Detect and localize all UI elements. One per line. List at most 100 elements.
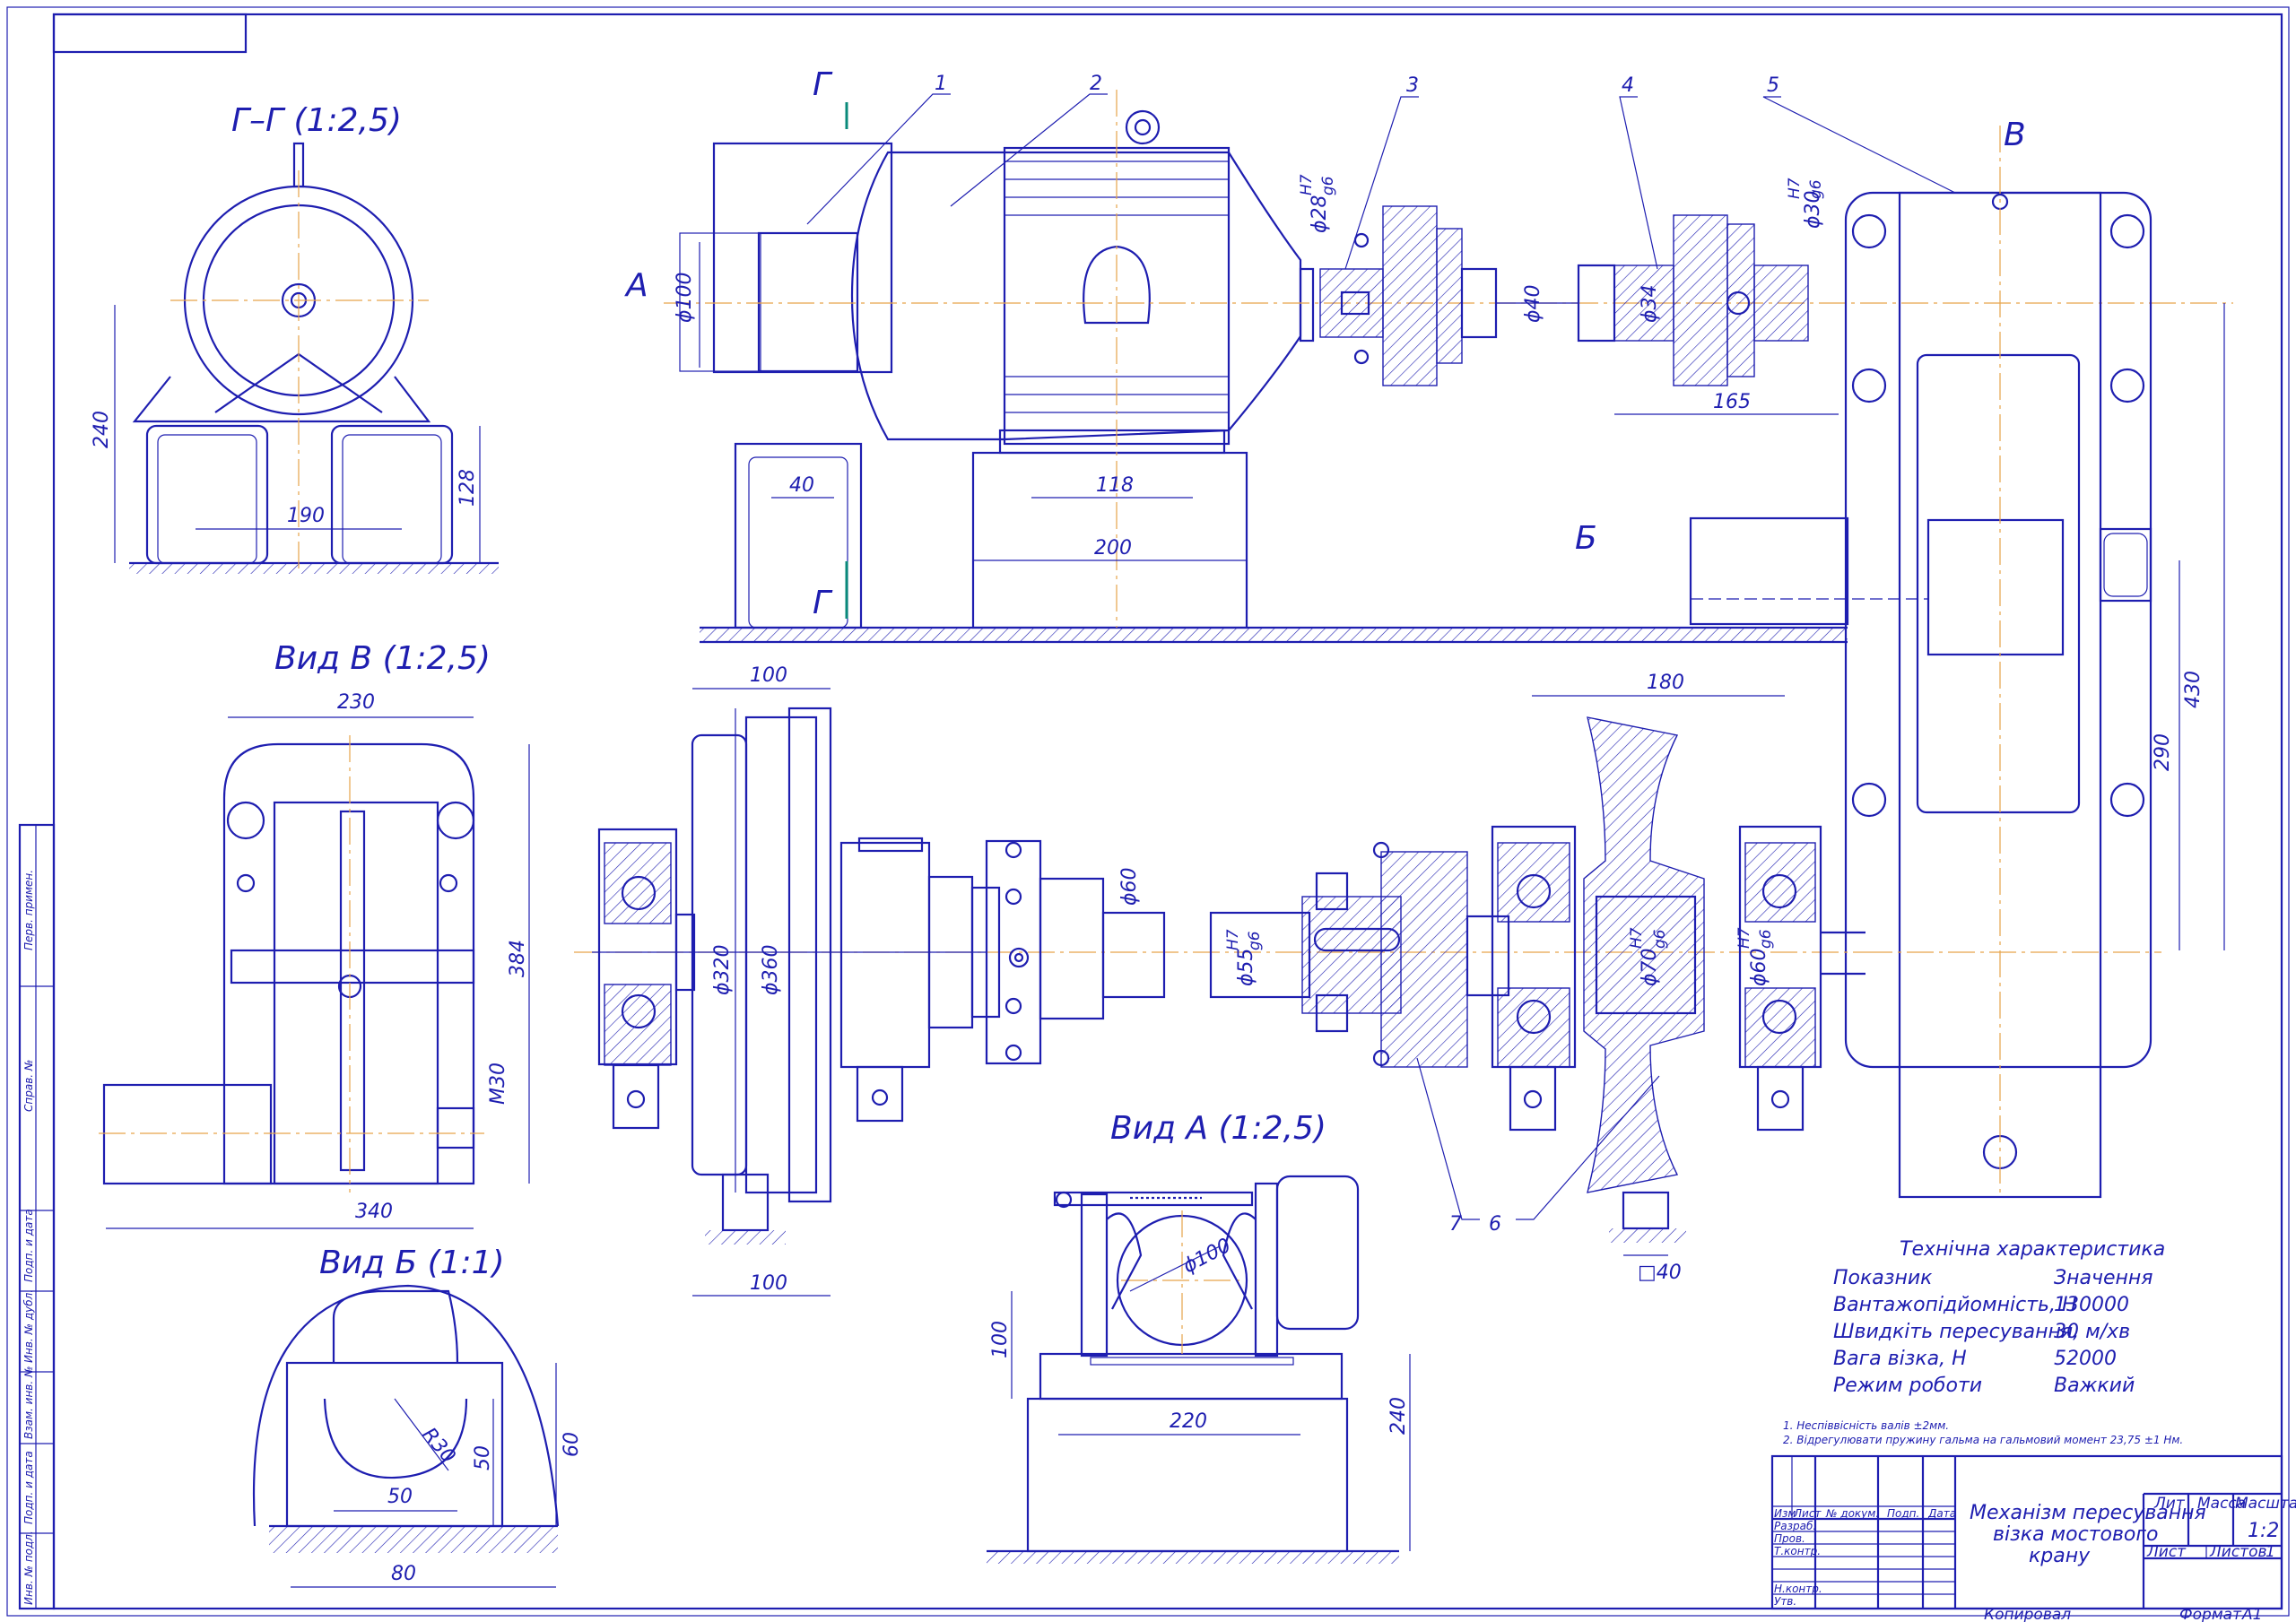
top-assembly: ϕ100 ϕ28 H7 g6 ϕ40 ϕ34 ϕ30 H7 g6 165 40 …: [624, 66, 2233, 1199]
view-v-title: Вид В (1:2,5): [274, 640, 491, 677]
tech-row3-param: Вага візка, Н: [1833, 1348, 1967, 1370]
tb-format: Формат: [2179, 1606, 2242, 1622]
dim-a-100: 100: [989, 1321, 1012, 1358]
dim-b-r30: R30: [417, 1424, 459, 1468]
dim-w-55: ϕ55: [1235, 948, 1257, 986]
dim-118: 118: [1096, 474, 1134, 497]
tech-row2-value: 30: [2054, 1321, 2079, 1343]
dim-v-230: 230: [337, 691, 375, 714]
tb-role-2: Пров.: [1774, 1532, 1805, 1545]
tb-role-1: Разраб.: [1774, 1520, 1816, 1532]
tb-sheets: Листов: [2209, 1543, 2267, 1561]
dim-b-60: 60: [561, 1432, 583, 1457]
stamp-3: Подп. и дата: [22, 1209, 35, 1282]
pos-1: 1: [935, 73, 947, 95]
tb-col-doc: № докум.: [1825, 1507, 1879, 1520]
tech-note-2: 2. Відрегулювати пружину гальма на гальм…: [1783, 1434, 2183, 1446]
dim-165: 165: [1713, 391, 1751, 413]
dim-w-h7-2: H7: [1628, 927, 1646, 949]
stamp-7: Инв. № подл.: [22, 1531, 35, 1605]
tech-row3-value: 52000: [2054, 1348, 2117, 1370]
dim-200: 200: [1094, 537, 1132, 559]
stamp-2: Справ. №: [22, 1060, 35, 1112]
tech-row4-param: Режим роботи: [1833, 1375, 1982, 1397]
tb-name-2: візка мостового: [1993, 1523, 2158, 1546]
tb-scale-label: Масштаб: [2235, 1495, 2296, 1513]
dim-w-60: ϕ60: [1118, 867, 1141, 906]
sheet-frame: [6, 6, 2290, 1617]
dim-w-g6-3: g6: [1757, 929, 1775, 949]
dim-a-240: 240: [1387, 1397, 1410, 1435]
dim-v-340: 340: [355, 1201, 393, 1223]
dim-w-320: ϕ320: [711, 944, 734, 995]
tb-lit: Лит: [2153, 1495, 2186, 1513]
view-b: Вид Б (1:1) R30 50 50 60 80: [253, 1245, 583, 1588]
tech-row2-param: Швидкіть пересування, м/хв: [1833, 1321, 2130, 1343]
tb-role-3: Т.контр.: [1774, 1545, 1821, 1557]
dim-w-g6-1: g6: [1246, 931, 1264, 950]
title-block: Изм Лист № докум. Подп. Дата Разраб. Про…: [1770, 1454, 2296, 1622]
dim-g-190: 190: [287, 505, 325, 527]
tech-row1-param: Вантажопідйомність, Н: [1833, 1294, 2077, 1316]
tech-title: Технічна характеристика: [1900, 1238, 2165, 1261]
dim-w-100top: 100: [750, 664, 787, 687]
dim-d28: ϕ28: [1309, 195, 1331, 233]
pos-6: 6: [1489, 1213, 1501, 1236]
tech-note-1: 1. Неспіввісність валів ±2мм.: [1783, 1419, 1949, 1432]
dim-h7-1: H7: [1298, 174, 1316, 195]
dim-w-60b: ϕ60: [1748, 948, 1770, 986]
view-a-title: Вид А (1:2,5): [1110, 1110, 1326, 1147]
tb-col-list: Лист: [1793, 1507, 1822, 1520]
wheel-section: 100 ϕ320 ϕ360 100 ϕ60 ϕ55 H7 g6 180 ϕ70 …: [574, 664, 1866, 1297]
dim-v-384: 384: [507, 940, 529, 977]
tb-name-1: Механізм пересування: [1970, 1502, 2206, 1524]
dim-w-70: ϕ70: [1639, 948, 1661, 986]
tb-format-v: А1: [2241, 1606, 2262, 1622]
pos-3: 3: [1406, 74, 1419, 97]
pos-7: 7: [1449, 1213, 1462, 1236]
mark-g-top: Г: [813, 66, 833, 103]
stamp-6: Подп. и дата: [22, 1451, 35, 1524]
tech-characteristics: Технічна характеристика Показник Значенн…: [1783, 1238, 2183, 1446]
dim-290: 290: [2152, 733, 2174, 771]
view-b-title: Вид Б (1:1): [319, 1245, 505, 1281]
dim-430: 430: [2182, 671, 2205, 708]
tb-mass: Масса: [2197, 1495, 2246, 1513]
dim-a-220: 220: [1170, 1410, 1207, 1433]
dim-g-240: 240: [91, 411, 113, 448]
dim-d40: ϕ40: [1522, 284, 1544, 323]
pos-4: 4: [1622, 74, 1634, 97]
dim-40: 40: [789, 474, 814, 497]
mark-v: В: [2004, 117, 2026, 153]
dim-g6-2: g6: [1807, 179, 1825, 199]
dim-w-sq40: □40: [1638, 1262, 1682, 1284]
section-g-view: Г–Г (1:2,5) 240 190 128: [91, 102, 499, 574]
stamp-4: Инв. № дубл.: [22, 1289, 35, 1363]
tb-col-date: Дата: [1927, 1507, 1956, 1520]
dim-w-180: 180: [1647, 672, 1684, 694]
pos-5: 5: [1767, 74, 1779, 97]
tb-copied: Копировал: [1984, 1606, 2071, 1622]
pos-2: 2: [1090, 73, 1102, 95]
mark-a: А: [624, 267, 648, 304]
dim-b-50h: 50: [387, 1486, 413, 1508]
tb-scale: 1:2: [2248, 1520, 2279, 1542]
tb-sheet: Лист: [2146, 1543, 2187, 1561]
dim-w-g6-2: g6: [1651, 929, 1669, 949]
section-g-title: Г–Г (1:2,5): [231, 102, 402, 139]
dim-a-100d: ϕ100: [1179, 1235, 1235, 1279]
stamp-5: Взам. инв. №: [22, 1366, 35, 1439]
view-v: Вид В (1:2,5) 230 384 M30 340: [99, 640, 530, 1229]
tb-role-6: Утв.: [1774, 1595, 1796, 1608]
tech-row4-value: Важкий: [2054, 1375, 2135, 1397]
dim-g-128: 128: [457, 469, 479, 507]
tb-col-sign: Подп.: [1887, 1507, 1919, 1520]
dim-g6-1: g6: [1319, 176, 1337, 195]
dim-b-50v: 50: [472, 1445, 494, 1470]
view-a: Вид А (1:2,5) ϕ100 100 220 240: [987, 1110, 1411, 1564]
dim-w-h7-3: H7: [1735, 927, 1753, 949]
dim-w-100bot: 100: [750, 1272, 787, 1295]
tech-head-param: Показник: [1833, 1267, 1933, 1289]
dim-d30: ϕ30: [1802, 190, 1824, 229]
